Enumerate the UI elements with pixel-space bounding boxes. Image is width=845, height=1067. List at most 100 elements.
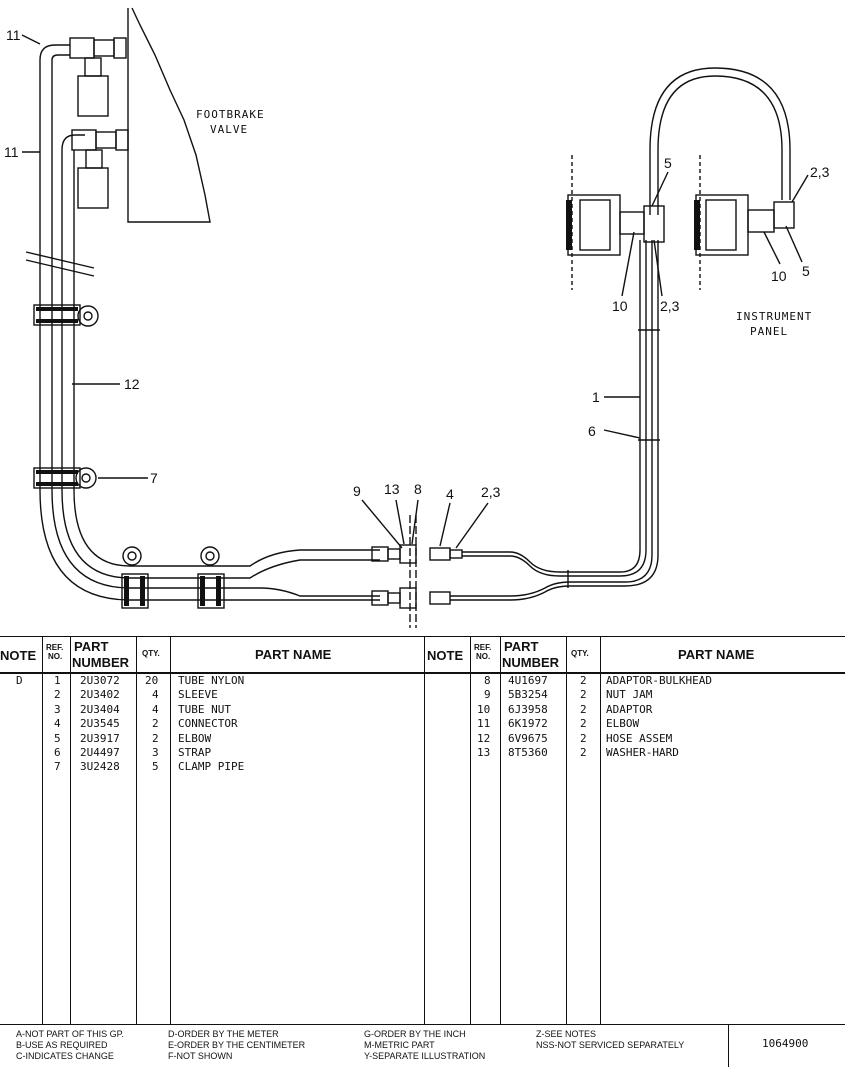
row-ref: 7 [54,760,61,774]
row-part-name: HOSE ASSEM [606,731,673,745]
row-qty: 20 [145,674,159,687]
callout-1: 1 [592,389,600,405]
header-part-right-2: NUMBER [502,655,560,670]
row-part-name: ADAPTOR-BULKHEAD [606,674,712,687]
row-note: D [16,674,23,687]
row-qty: 4 [152,688,159,702]
row-part-name: TUBE NYLON [178,674,245,687]
row-qty: 2 [580,731,587,745]
row-part-number: 2U4497 [80,746,120,759]
legend-line: C-INDICATES CHANGE [16,1051,114,1061]
row-qty: 2 [580,688,587,702]
nylon-tube-loop [649,67,791,215]
row-ref: 6 [54,746,61,759]
callout-11b: 11 [4,144,19,160]
header-note-left: NOTE [0,648,37,663]
header-part-left-1: PART [74,639,109,654]
legend-col-3: G-ORDER BY THE INCH M-METRIC PART Y-SEPA… [364,1029,485,1062]
hose-left-inner [61,150,230,579]
instrument-label-2: PANEL [750,325,788,338]
header-ref-left-2: NO. [48,652,63,661]
row-ref: 4 [54,717,61,731]
legend-line: Z-SEE NOTES [536,1029,597,1039]
header-ref-left-1: REF. [46,643,64,652]
legend-col-2: D-ORDER BY THE METER E-ORDER BY THE CENT… [168,1029,305,1062]
row-part-name: ADAPTOR [606,702,653,716]
row-qty: 2 [580,674,587,687]
callout-7: 7 [150,470,158,486]
nylon-tube-upper [462,240,641,573]
row-qty: 4 [152,702,159,716]
legend-line: A-NOT PART OF THIS GP. [16,1029,125,1039]
callout-9: 9 [353,483,361,499]
row-ref: 2 [54,688,61,702]
legend-col-1: A-NOT PART OF THIS GP. B-USE AS REQUIRED… [16,1029,124,1062]
row-ref: 1 [54,674,61,687]
header-note-right: NOTE [427,648,464,663]
gauge-left [567,194,621,256]
instrument-label-1: INSTRUMENT [736,310,812,323]
legend-line: F-NOT SHOWN [168,1051,233,1061]
row-qty: 2 [580,746,587,759]
legend-line: B-USE AS REQUIRED [16,1040,108,1050]
callout-5-right: 5 [802,263,810,279]
gauge-right [695,194,749,256]
row-qty: 2 [152,717,159,731]
row-part-name: TUBE NUT [178,702,231,716]
row-part-number: 2U3402 [80,688,120,702]
footbrake-valve-outline [127,7,211,223]
callout-2-3-top: 2,3 [810,164,830,180]
header-part-right-1: PART [504,639,539,654]
row-part-name: CONNECTOR [178,717,238,731]
row-part-number: 2U3545 [80,717,120,731]
callout-2-3-mid: 2,3 [660,298,680,314]
row-ref: 5 [54,731,61,745]
legend-line: Y-SEPARATE ILLUSTRATION [364,1051,486,1061]
legend-line: G-ORDER BY THE INCH [364,1029,466,1039]
header-ref-right-2: NO. [476,652,491,661]
callout-5-left: 5 [664,155,672,171]
header-name-left: PART NAME [255,647,332,662]
row-part-number: 6K1972 [508,717,548,731]
legend-line: E-ORDER BY THE CENTIMETER [168,1040,306,1050]
callout-8: 8 [414,481,422,497]
hydraulic-line-diagram: FOOTBRAKE VALVE INSTRUMENT PANEL 11 11 1… [4,7,830,628]
row-part-name: ELBOW [178,731,212,745]
row-qty: 3 [152,746,159,759]
legend-col-4: Z-SEE NOTES NSS-NOT SERVICED SEPARATELY [536,1029,684,1051]
row-ref: 13 [477,746,491,759]
row-ref: 12 [477,731,491,745]
header-qty-left: QTY. [142,649,160,658]
row-part-number: 6J3958 [508,702,548,716]
row-qty: 5 [152,760,159,774]
callout-6: 6 [588,423,596,439]
callout-4: 4 [446,486,454,502]
callout-12: 12 [124,376,140,392]
nylon-tube-lower [450,240,653,597]
row-part-number: 2U3917 [80,731,120,745]
header-part-left-2: NUMBER [72,655,130,670]
row-qty: 2 [152,731,159,745]
row-part-name: STRAP [178,746,212,759]
callout-10-right: 10 [771,268,787,284]
row-ref: 9 [484,688,491,702]
parts-table: NOTE REF. NO. PART NUMBER QTY. PART NAME… [0,636,845,1024]
row-part-name: NUT JAM [606,688,653,702]
hose-left-inner-b [73,150,230,567]
row-part-name: ELBOW [606,717,640,731]
legend-line: M-METRIC PART [364,1040,435,1050]
header-qty-right: QTY. [571,649,589,658]
row-part-name: CLAMP PIPE [178,760,245,774]
callout-10-left: 10 [612,298,628,314]
row-part-number: 3U2428 [80,760,120,774]
legend-line: NSS-NOT SERVICED SEPARATELY [536,1040,685,1050]
document-number: 1064900 [762,1037,809,1050]
row-qty: 2 [580,702,587,716]
footbrake-label-1: FOOTBRAKE [196,108,265,121]
header-name-right: PART NAME [678,647,755,662]
callout-13: 13 [384,481,400,497]
row-part-name: SLEEVE [178,688,218,702]
legend-line: D-ORDER BY THE METER [168,1029,279,1039]
row-qty: 2 [580,717,587,731]
row-ref: 8 [484,674,491,687]
